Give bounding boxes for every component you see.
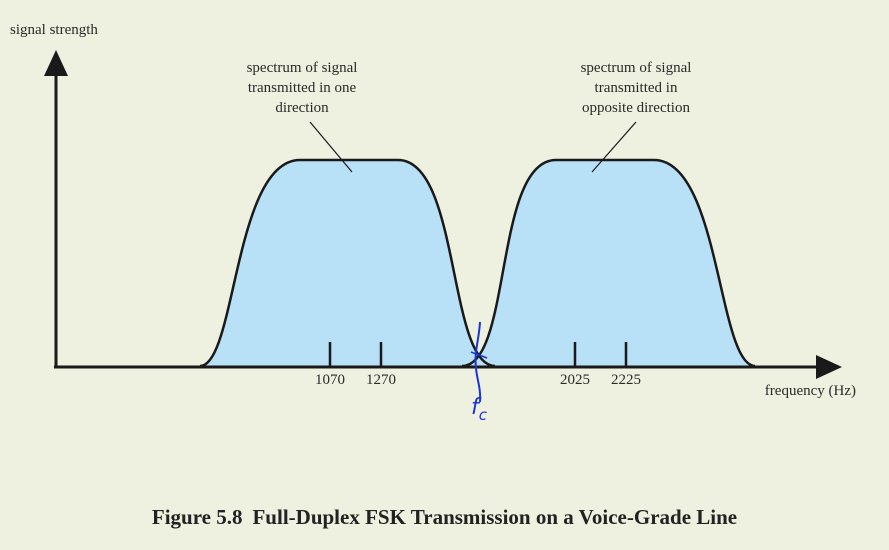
center-frequency-cross-stroke (470, 351, 488, 359)
tick-label: 1070 (315, 372, 345, 388)
center-frequency-marker (474, 321, 482, 403)
caption-number: Figure 5.8 (151, 505, 243, 529)
y-axis-label: signal strength (10, 22, 98, 38)
band-right-outline (461, 158, 756, 368)
band-right-area (462, 160, 755, 366)
center-frequency-subscript: c (479, 406, 488, 424)
band-left-area (200, 160, 495, 366)
tick-label: 2225 (611, 372, 641, 388)
center-frequency-symbol: f (471, 395, 482, 420)
band-right-leader-line (591, 121, 637, 173)
band-right-annotation-line: opposite direction (582, 100, 690, 116)
y-axis-arrow (44, 50, 68, 76)
caption-title: Full-Duplex FSK Transmission on a Voice-… (252, 505, 738, 529)
band-left-annotation-line: direction (275, 100, 329, 116)
tick-label: 1270 (366, 372, 396, 388)
x-axis-arrow (816, 355, 842, 379)
center-frequency-label: fc (471, 395, 488, 424)
tick-label: 2025 (560, 372, 590, 388)
band-right-annotation-line: transmitted in (595, 80, 678, 96)
figure-caption: Figure 5.8 Full-Duplex FSK Transmission o… (0, 505, 889, 530)
band-left-outline (199, 158, 496, 368)
x-axis-label: frequency (Hz) (765, 383, 856, 399)
band-left-annotation-line: transmitted in one (248, 80, 357, 96)
band-right-annotation-line: spectrum of signal (581, 60, 692, 76)
band-left-annotation-line: spectrum of signal (247, 60, 358, 76)
band-left-leader-line (309, 121, 353, 173)
